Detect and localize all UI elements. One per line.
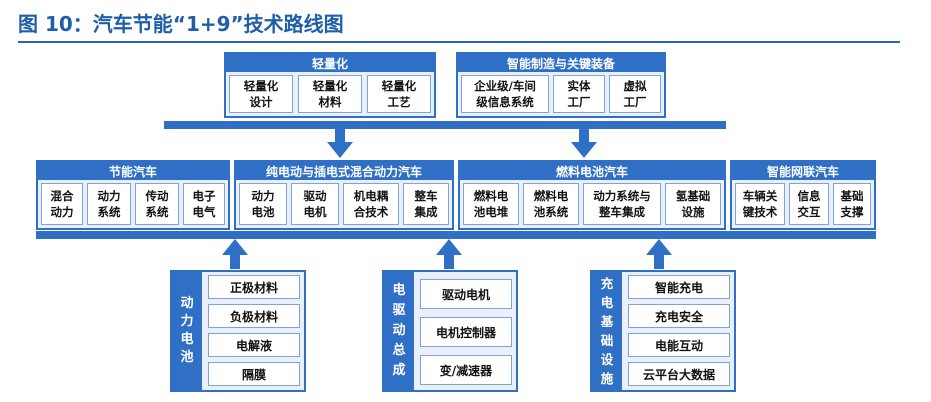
figure-title: 图 10：汽车节能“1+9”技术路线图 bbox=[18, 12, 344, 36]
list-item-energy-interaction: 电能互动 bbox=[628, 333, 730, 357]
list-item-charging-safety: 充电安全 bbox=[628, 304, 730, 328]
cell-electronics: 电子 电气 bbox=[183, 183, 225, 225]
group-lightweight-header: 轻量化 bbox=[226, 54, 434, 72]
arrow-up-center-icon bbox=[436, 239, 462, 269]
arrow-up-right-icon bbox=[646, 239, 672, 269]
list-item-anode: 负极材料 bbox=[208, 304, 300, 328]
group-charging-label: 充 电 基 础 设 施 bbox=[592, 272, 622, 390]
cell-virtual-factory: 虚拟 工厂 bbox=[609, 75, 661, 113]
cell-electromechanical-coupling: 机电耦 合技术 bbox=[343, 183, 399, 225]
cell-basic-support: 基础 支撑 bbox=[833, 183, 871, 225]
arrow-down-left-icon bbox=[327, 128, 353, 158]
group-ev-phev-header: 纯电动与插电式混合动力汽车 bbox=[236, 162, 452, 180]
group-electric-drive-list: 驱动电机 电机控制器 变/减速器 bbox=[420, 279, 512, 385]
cell-fuel-cell-stack: 燃料电 池电堆 bbox=[463, 183, 519, 225]
cell-hybrid-power: 混合 动力 bbox=[41, 183, 83, 225]
list-item-separator: 隔膜 bbox=[208, 362, 300, 386]
arrow-down-right-icon bbox=[571, 128, 597, 158]
group-electric-drive-label: 电 驱 动 总 成 bbox=[384, 272, 414, 390]
list-item-cloud-big-data: 云平台大数据 bbox=[628, 362, 730, 386]
group-power-battery-label: 动 力 电 池 bbox=[172, 272, 202, 390]
cell-physical-factory: 实体 工厂 bbox=[553, 75, 605, 113]
cell-info-interaction: 信息 交互 bbox=[789, 183, 829, 225]
title-underline bbox=[18, 41, 900, 43]
group-energy-saving-header: 节能汽车 bbox=[38, 162, 228, 180]
list-item-reducer: 变/减速器 bbox=[420, 355, 512, 385]
list-item-cathode: 正极材料 bbox=[208, 275, 300, 299]
cell-vehicle-integration: 整车 集成 bbox=[403, 183, 449, 225]
cell-powertrain-integration: 动力系统与 整车集成 bbox=[583, 183, 661, 225]
group-connected-header: 智能网联汽车 bbox=[732, 162, 874, 180]
cell-drive-motor: 驱动 电机 bbox=[291, 183, 339, 225]
list-item-motor-controller: 电机控制器 bbox=[420, 317, 512, 347]
cell-lightweight-design: 轻量化 设计 bbox=[229, 75, 293, 113]
list-item-smart-charging: 智能充电 bbox=[628, 275, 730, 299]
group-smart-manufacturing-header: 智能制造与关键装备 bbox=[458, 54, 664, 72]
cell-fuel-cell-system: 燃料电 池系统 bbox=[523, 183, 579, 225]
group-fuel-cell-header: 燃料电池汽车 bbox=[460, 162, 724, 180]
group-power-battery-list: 正极材料 负极材料 电解液 隔膜 bbox=[208, 275, 300, 386]
cell-hydrogen-infrastructure: 氢基础 设施 bbox=[665, 183, 721, 225]
top-connector-bar bbox=[164, 121, 726, 129]
arrow-up-left-icon bbox=[222, 239, 248, 269]
list-item-drive-motor: 驱动电机 bbox=[420, 279, 512, 309]
cell-power-system: 动力 系统 bbox=[87, 183, 131, 225]
list-item-electrolyte: 电解液 bbox=[208, 333, 300, 357]
cell-info-system: 企业级/车间 级信息系统 bbox=[461, 75, 549, 113]
cell-power-battery: 动力 电池 bbox=[239, 183, 287, 225]
cell-lightweight-process: 轻量化 工艺 bbox=[367, 75, 431, 113]
cell-lightweight-material: 轻量化 材料 bbox=[298, 75, 362, 113]
group-charging-list: 智能充电 充电安全 电能互动 云平台大数据 bbox=[628, 275, 730, 386]
cell-transmission-system: 传动 系统 bbox=[135, 183, 179, 225]
bottom-connector-bar bbox=[36, 231, 876, 239]
cell-vehicle-key-tech: 车辆关 键技术 bbox=[735, 183, 785, 225]
